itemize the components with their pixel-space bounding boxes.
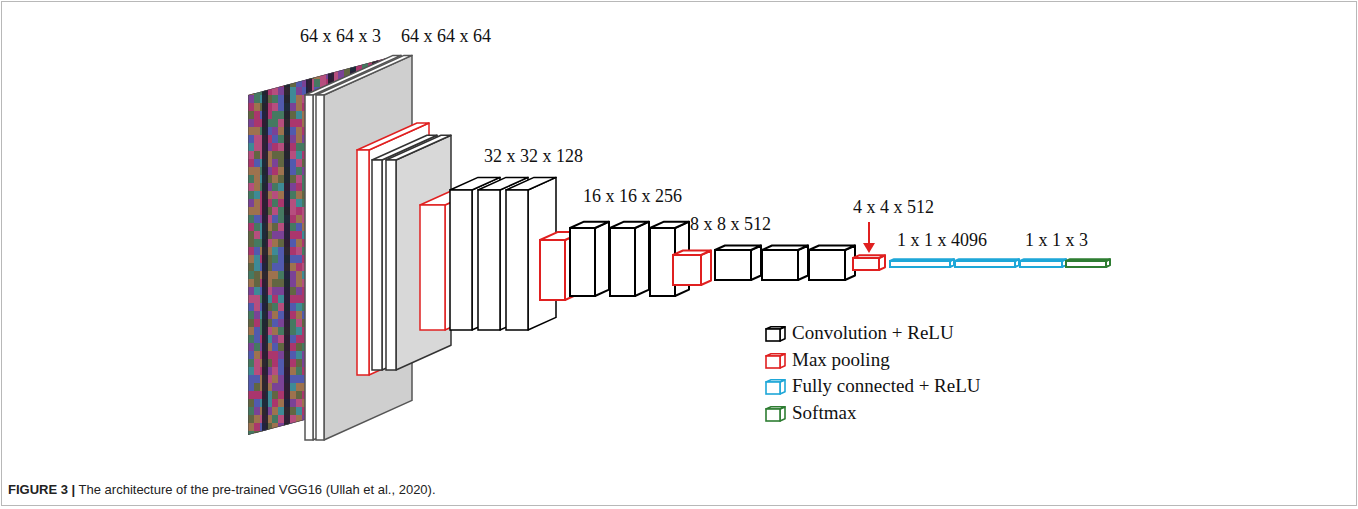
layer-block (955, 259, 1019, 267)
dimension-label: 8 x 8 x 512 (690, 214, 771, 235)
dimension-label: 32 x 32 x 128 (484, 146, 583, 167)
layer-block (809, 246, 855, 281)
legend-swatch (764, 323, 786, 343)
legend-row: Max pooling (764, 349, 890, 371)
dimension-label: 1 x 1 x 4096 (897, 230, 987, 251)
dimension-label: 64 x 64 x 64 (401, 26, 491, 47)
legend-swatch (764, 376, 786, 396)
legend-text: Softmax (792, 402, 856, 424)
dimension-label: 1 x 1 x 3 (1025, 230, 1088, 251)
legend-text: Convolution + ReLU (792, 322, 954, 344)
legend-row: Softmax (764, 402, 856, 424)
legend-row: Convolution + ReLU (764, 322, 954, 344)
legend-text: Fully connected + ReLU (792, 375, 981, 397)
legend-swatch (764, 403, 786, 423)
layer-block (610, 222, 649, 296)
legend-swatch (764, 350, 786, 370)
layer-blocks (305, 55, 1110, 440)
layer-block (570, 222, 609, 296)
layer-block (762, 246, 808, 281)
legend-text: Max pooling (792, 349, 890, 371)
layer-block (715, 246, 761, 281)
layer-block (1066, 259, 1110, 267)
layer-block (853, 255, 885, 270)
dimension-label: 64 x 64 x 3 (300, 26, 381, 47)
dimension-label: 4 x 4 x 512 (853, 197, 934, 218)
layer-block (673, 251, 711, 286)
legend-row: Fully connected + ReLU (764, 375, 981, 397)
layer-block (450, 177, 500, 330)
layer-block (386, 135, 451, 370)
dimension-label: 16 x 16 x 256 (583, 186, 682, 207)
layer-block (890, 259, 954, 267)
pool-arrow (863, 222, 875, 253)
figure-caption: FIGURE 3 | The architecture of the pre-t… (8, 482, 436, 497)
layer-block (1020, 259, 1066, 267)
layer-block (478, 177, 528, 330)
